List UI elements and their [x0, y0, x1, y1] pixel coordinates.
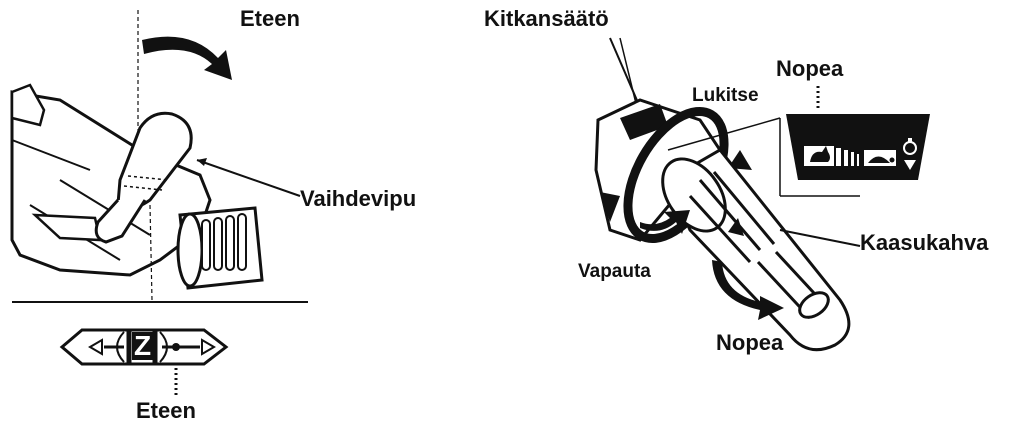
friction-adjuster-label: Kitkansäätö [484, 6, 609, 31]
forward-label-top: Eteen [240, 6, 300, 31]
forward-label-bottom: Eteen [136, 398, 196, 423]
fast-label-bottom: Nopea [716, 330, 784, 355]
forward-arrow [142, 36, 232, 80]
turtle-icon [868, 156, 895, 163]
lock-label: Lukitse [692, 85, 759, 106]
rabbit-icon [804, 146, 834, 166]
throttle-grip-label: Kaasukahva [860, 230, 989, 255]
left-panel-drawing [10, 10, 308, 398]
right-panel-drawing [594, 37, 930, 352]
release-arrow [640, 210, 690, 234]
neutral-symbol: Z [132, 330, 154, 361]
throttle-grip [661, 148, 851, 352]
release-label: Vapauta [578, 261, 651, 282]
fast-label-top: Nopea [776, 56, 844, 81]
fast-arrow [712, 260, 784, 320]
shift-lever-label: Vaihdevipu [300, 186, 417, 211]
left-grip [176, 206, 264, 290]
start-icon [903, 138, 917, 170]
speed-indicator-panel [786, 86, 930, 180]
